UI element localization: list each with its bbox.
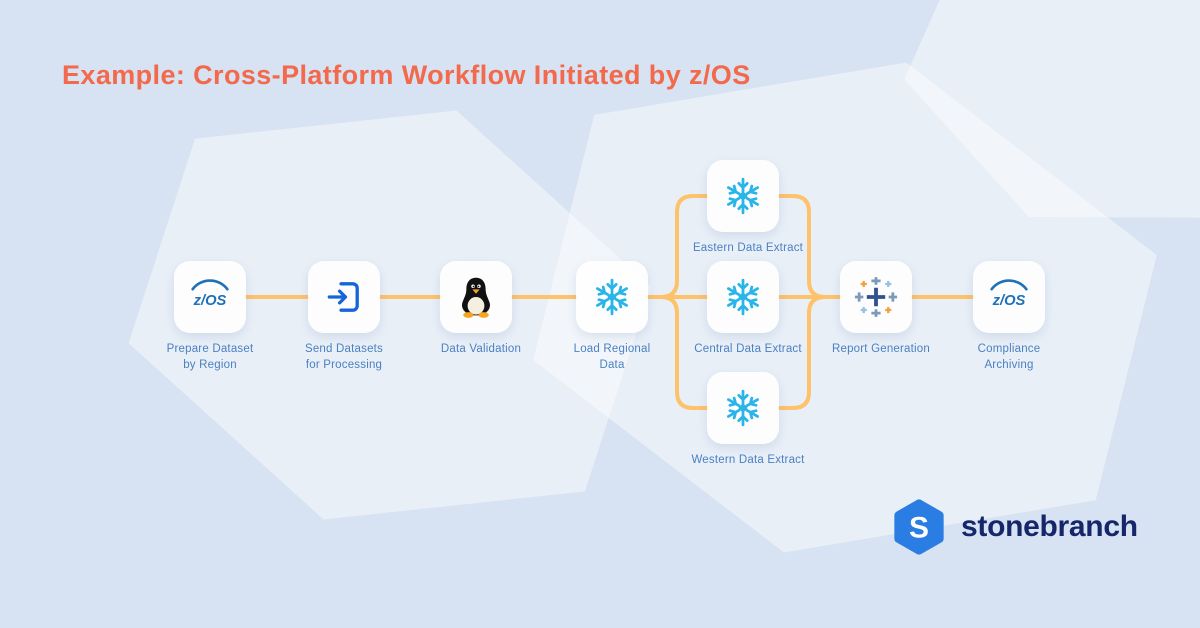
node-label: Send Datasets for Processing [304,343,384,371]
snowflake-icon [727,278,759,316]
node-tile: z/OS [973,261,1045,333]
node-label: Prepare Dataset by Region [166,343,254,371]
workflow-node-eastern-data-extract: Eastern Data Extract [683,160,803,257]
svg-text:S: S [909,512,929,545]
snowflake-icon [727,177,759,215]
node-label: Compliance Archiving [977,343,1041,371]
node-tile [707,372,779,444]
zos-icon: z/OS [191,279,229,309]
node-tile [707,261,779,333]
stonebranch-logo-icon: S [894,499,944,555]
node-tile [840,261,912,333]
brand-name: stonebranch [961,510,1138,543]
node-label: Western Data Extract [691,454,805,466]
page-title: Example: Cross-Platform Workflow Initiat… [62,60,751,90]
tableau-icon [854,277,898,317]
svg-text:z/OS: z/OS [193,293,227,309]
zos-icon: z/OS [990,279,1028,309]
node-tile [440,261,512,333]
workflow-node-report-generation: Report Generation [816,261,936,358]
node-tile [707,160,779,232]
workflow-node-send-datasets: Send Datasets for Processing [284,261,404,373]
workflow-node-central-data-extract: Central Data Extract [683,261,803,358]
node-tile [308,261,380,333]
workflow-node-load-regional-data: Load Regional Data [552,261,672,373]
node-label: Eastern Data Extract [692,242,804,254]
send-icon [327,282,359,312]
workflow-node-compliance-archiving: z/OS Compliance Archiving [949,261,1069,373]
node-label: Data Validation [440,343,522,355]
workflow-node-western-data-extract: Western Data Extract [683,372,804,469]
workflow-node-prepare-dataset: z/OS Prepare Dataset by Region [150,261,270,373]
stonebranch-logo: S stonebranch [890,498,1138,556]
snowflake-icon [596,278,628,316]
node-label: Load Regional Data [573,343,651,371]
node-label: Report Generation [831,343,930,355]
node-label: Central Data Extract [694,343,802,355]
svg-text:z/OS: z/OS [992,293,1026,309]
workflow-node-data-validation: Data Validation [416,261,536,358]
linux-tux-icon [462,277,490,318]
snowflake-icon [727,389,759,427]
node-tile [576,261,648,333]
node-tile: z/OS [174,261,246,333]
